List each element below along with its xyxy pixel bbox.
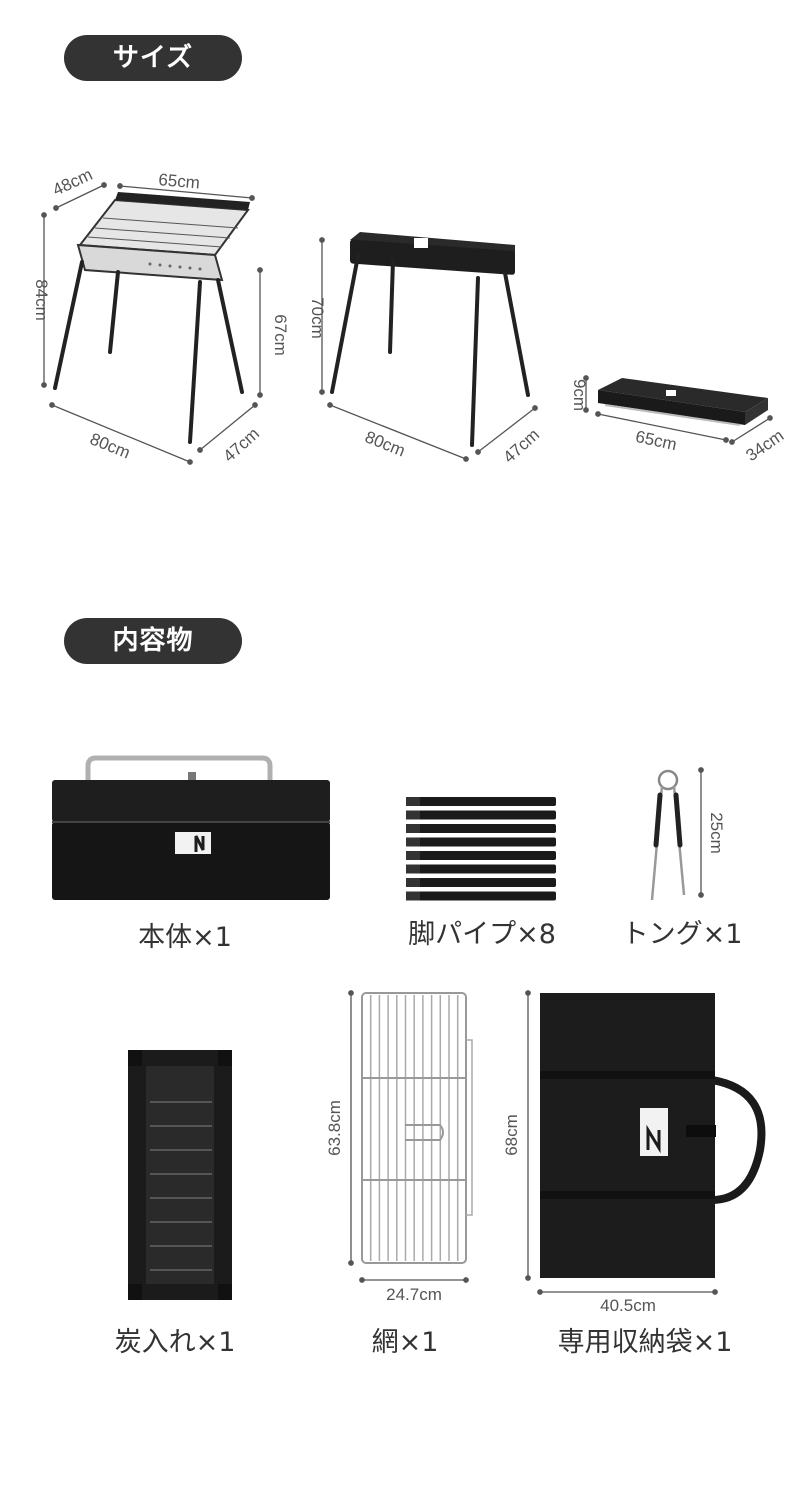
dim-bag-height: 68cm xyxy=(502,1114,521,1156)
leg-pipe-connector xyxy=(406,797,420,806)
dim-closed-base-width: 80cm xyxy=(362,427,408,460)
grill-folded-illustration: 9cm 65cm 34cm xyxy=(570,375,787,465)
caption-bag: 専用収納袋×1 xyxy=(557,1327,733,1358)
leg-pipe-connector xyxy=(406,851,420,860)
storage-bag-illustration: 68cm 40.5cm xyxy=(502,990,766,1315)
leg-pipe xyxy=(406,810,556,820)
dim-folded-height: 9cm xyxy=(570,379,589,411)
tongs-illustration: 25cm xyxy=(650,767,726,901)
charcoal-tray-illustration xyxy=(128,1050,232,1300)
dim-closed-height: 70cm xyxy=(308,297,327,339)
section-title-size: サイズ xyxy=(64,35,242,81)
dim-folded-width: 65cm xyxy=(634,427,679,454)
caption-grate: 網×1 xyxy=(371,1327,439,1358)
dim-open-height: 84cm xyxy=(32,279,51,321)
grill-closed-illustration: 70cm 80cm 47cm xyxy=(308,232,543,467)
leg-pipe xyxy=(406,878,556,887)
dim-open-base-depth: 47cm xyxy=(220,424,264,466)
dim-open-width-top: 65cm xyxy=(158,170,201,193)
leg-pipe-connector xyxy=(406,824,420,833)
caption-tongs: トング×1 xyxy=(621,919,743,950)
leg-pipe-connector xyxy=(406,891,420,901)
leg-pipe xyxy=(406,891,556,901)
body-illustration xyxy=(52,755,330,900)
logo-n-icon xyxy=(175,832,211,854)
leg-pipe xyxy=(406,851,556,860)
dim-grate-height: 63.8cm xyxy=(325,1100,344,1156)
dim-grate-width: 24.7cm xyxy=(386,1285,442,1304)
leg-pipe-connector xyxy=(406,878,420,887)
dim-tongs-length: 25cm xyxy=(707,812,726,854)
caption-charcoal-tray: 炭入れ×1 xyxy=(114,1327,236,1358)
leg-pipe-connector xyxy=(406,837,420,847)
leg-pipe xyxy=(406,797,556,806)
leg-pipe xyxy=(406,837,556,847)
dim-bag-width: 40.5cm xyxy=(600,1296,656,1315)
dim-closed-base-depth: 47cm xyxy=(500,425,544,467)
dim-open-depth-top: 48cm xyxy=(50,165,96,200)
dim-open-base-width: 80cm xyxy=(87,429,133,462)
caption-body: 本体×1 xyxy=(138,922,232,953)
grate-illustration: 63.8cm 24.7cm xyxy=(325,990,473,1304)
logo-n-icon xyxy=(640,1108,668,1156)
leg-pipe-connector xyxy=(406,810,420,820)
section-title-contents: 内容物 xyxy=(64,618,242,664)
grill-open-illustration: 48cm 65cm 84cm 67cm 80cm 47cm xyxy=(32,165,290,466)
leg-pipe xyxy=(406,864,556,874)
leg-pipe-connector xyxy=(406,864,420,874)
caption-legs: 脚パイプ×8 xyxy=(408,919,556,950)
leg-pipe xyxy=(406,824,556,833)
leg-pipes-illustration xyxy=(406,797,556,901)
dim-open-leg-height: 67cm xyxy=(271,314,290,356)
